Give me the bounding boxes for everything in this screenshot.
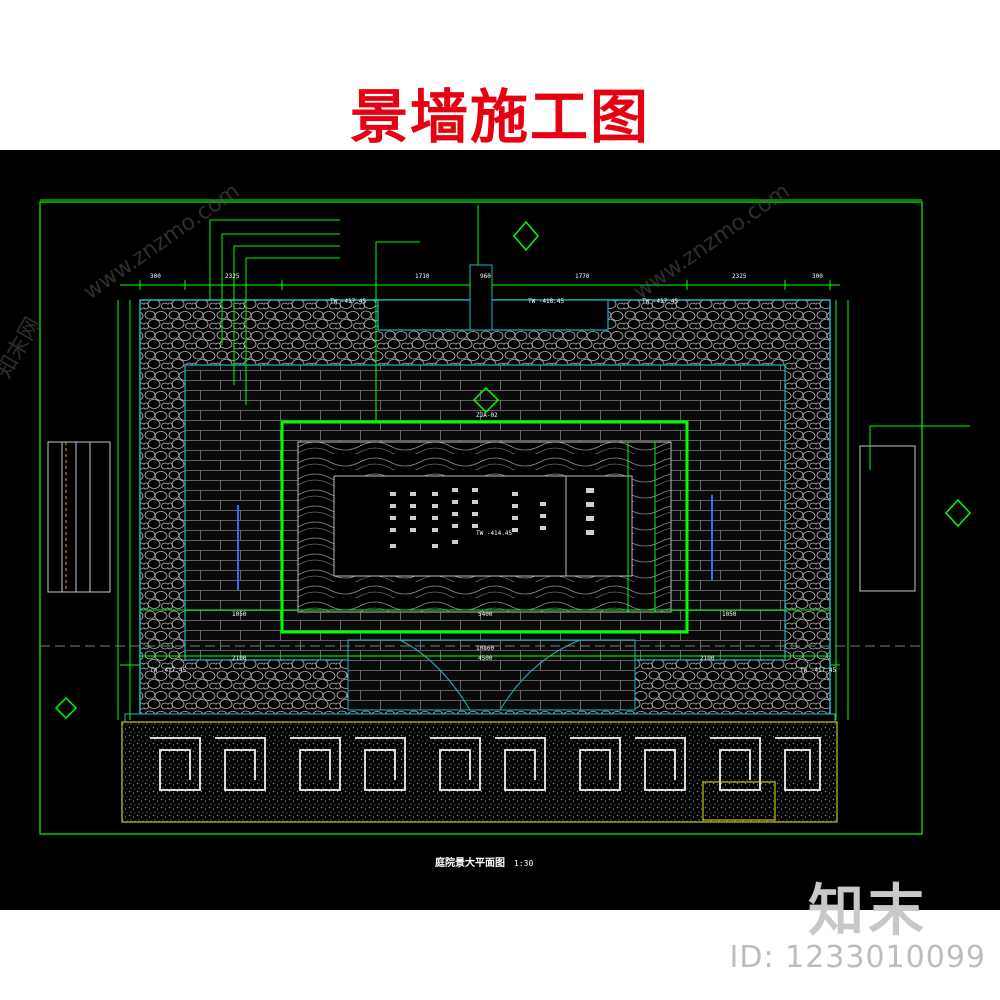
inscription-panel bbox=[333, 475, 633, 577]
site-plan-drawing: TW -417.45 TW -418.45 TW -417.45 TW -417… bbox=[0, 179, 972, 869]
elevation-label-5: TW -417.45 bbox=[800, 667, 837, 674]
dim-center-1050b: 1050 bbox=[722, 611, 737, 618]
elevation-label-1: TW -417.45 bbox=[330, 298, 367, 305]
elevation-label-3: TW -417.45 bbox=[642, 298, 679, 305]
inscription-text-marks bbox=[390, 488, 594, 548]
dim-top-1770: 1770 bbox=[575, 273, 590, 280]
watermark-site-1: www.znzmo.com bbox=[79, 179, 244, 305]
watermark-side-text: 知末网 bbox=[0, 313, 46, 383]
left-steps bbox=[47, 441, 111, 593]
right-steps bbox=[859, 445, 916, 592]
page-title: 景墙施工图 bbox=[349, 83, 650, 151]
elevation-label-2: TW -418.45 bbox=[528, 298, 565, 305]
leader-lines bbox=[209, 205, 970, 470]
dim-bottom-4500: 4500 bbox=[478, 655, 493, 662]
cad-drawing-canvas: TW -417.45 TW -418.45 TW -417.45 TW -417… bbox=[0, 150, 1000, 910]
dim-bottom-2100a: 2100 bbox=[232, 655, 247, 662]
drawing-caption: 庭院景大平面图 bbox=[435, 856, 505, 869]
detail-callout-markers bbox=[54, 220, 972, 720]
elevation-label-6: TW -414.45 bbox=[476, 530, 513, 537]
drawing-scale: 1:30 bbox=[514, 859, 533, 868]
entrance-paving bbox=[347, 639, 636, 711]
dim-center-5400: 5400 bbox=[478, 611, 493, 618]
dimension-lines bbox=[117, 280, 849, 720]
dim-top-300a: 300 bbox=[150, 273, 161, 280]
elevation-label-4: TW -417.45 bbox=[150, 667, 187, 674]
brand-logo: 知末 bbox=[808, 879, 928, 944]
top-planter-slot bbox=[377, 299, 609, 331]
watermark-site-2: www.znzmo.com bbox=[629, 179, 794, 305]
dim-center-1050a: 1050 bbox=[232, 611, 247, 618]
meander-pattern bbox=[150, 737, 821, 791]
dim-top-2325b: 2325 bbox=[732, 273, 747, 280]
front-wall-cap bbox=[124, 713, 836, 723]
dim-top-300b: 300 bbox=[812, 273, 823, 280]
outer-boundary-line bbox=[39, 201, 923, 835]
callout-detail-label: ZJA-02 bbox=[476, 412, 498, 419]
dim-top-2325a: 2325 bbox=[225, 273, 240, 280]
feature-wall-frame bbox=[280, 420, 689, 634]
dim-bottom-10800: 10800 bbox=[476, 645, 494, 652]
dim-top-960: 960 bbox=[480, 273, 491, 280]
asset-id: ID: 1233010099 bbox=[729, 940, 986, 975]
top-post bbox=[469, 264, 493, 331]
dim-top-1710: 1710 bbox=[415, 273, 430, 280]
dim-bottom-2100b: 2100 bbox=[700, 655, 715, 662]
